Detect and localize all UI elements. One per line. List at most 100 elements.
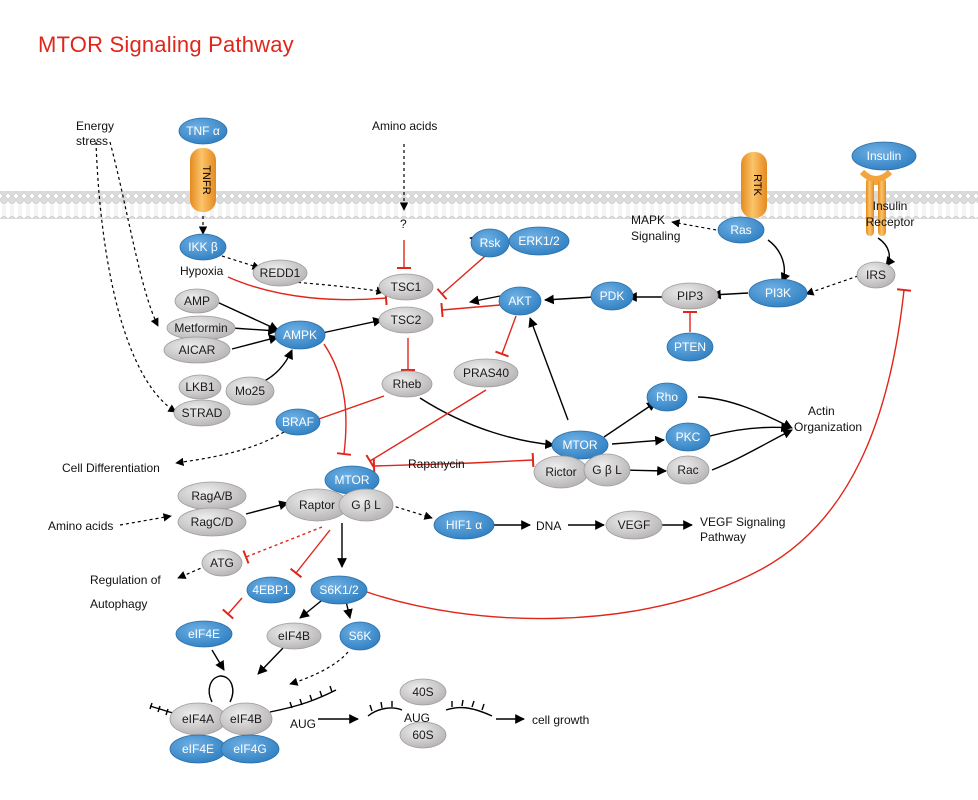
- node-label: eIF4B: [278, 629, 310, 643]
- node-label: Rac: [677, 463, 698, 477]
- node-rho: Rho: [646, 382, 688, 412]
- tnfr-label: TNFR: [200, 165, 212, 194]
- node-rac: Rac: [666, 455, 710, 485]
- node-label: S6K1/2: [319, 583, 359, 597]
- node-label: 4EBP1: [252, 583, 290, 597]
- label-aug-1: AUG: [290, 717, 316, 731]
- node-eif4b: eIF4B: [219, 702, 273, 736]
- node-tsc2: TSC2: [378, 306, 434, 334]
- node-label: G β L: [592, 463, 622, 477]
- node-pkc: PKC: [665, 422, 711, 452]
- node-label: Metformin: [174, 321, 227, 335]
- node-label: Rictor: [545, 465, 576, 479]
- node-label: Rsk: [480, 236, 502, 250]
- node-label: PTEN: [674, 340, 706, 354]
- node-label: MTOR: [562, 438, 597, 452]
- tnfr-receptor: TNFR: [190, 148, 216, 212]
- node-s6k12: S6K1/2: [310, 575, 368, 605]
- node-eif4g: eIF4G: [220, 734, 280, 764]
- node-mtor2: MTOR: [551, 430, 609, 460]
- label-autophagy-1: Regulation of: [90, 573, 161, 587]
- node-label: 40S: [412, 685, 433, 699]
- label-autophagy-2: Autophagy: [90, 597, 147, 611]
- node-mo25: Mo25: [225, 376, 275, 406]
- node-label: ERK1/2: [518, 234, 560, 248]
- node-label: REDD1: [260, 266, 301, 280]
- node-raga: RagA/B: [177, 481, 247, 511]
- rtk-label: RTK: [751, 174, 763, 196]
- insulin-receptor: [859, 169, 893, 236]
- node-label: VEGF: [618, 518, 651, 532]
- node-erk: ERK1/2: [508, 226, 570, 256]
- label-amino-acids-top: Amino acids: [372, 119, 437, 133]
- node-label: 60S: [412, 728, 433, 742]
- node-label: TSC1: [391, 280, 422, 294]
- node-eif4e-top: eIF4E: [175, 620, 233, 648]
- node-label: RagC/D: [191, 515, 234, 529]
- node-ras: Ras: [717, 216, 765, 244]
- node-label: Mo25: [235, 384, 265, 398]
- node-braf: BRAF: [275, 408, 321, 436]
- node-rictor: Rictor: [533, 455, 589, 489]
- node-label: MTOR: [334, 473, 369, 487]
- node-pras40: PRAS40: [453, 358, 519, 388]
- label-question: ?: [400, 217, 407, 231]
- node-label: STRAD: [182, 406, 223, 420]
- node-gbl2: G β L: [583, 453, 631, 487]
- node-eif4e: eIF4E: [169, 734, 227, 764]
- node-eif4b-top: eIF4B: [266, 622, 322, 650]
- node-label: eIF4B: [230, 712, 262, 726]
- node-label: S6K: [349, 629, 372, 643]
- label-hypoxia: Hypoxia: [180, 264, 224, 278]
- node-label: PRAS40: [463, 366, 509, 380]
- node-vegf: VEGF: [605, 510, 663, 540]
- node-raptor: Raptor: [285, 488, 349, 522]
- node-label: eIF4E: [188, 627, 220, 641]
- node-atg: ATG: [201, 549, 243, 577]
- node-label: IKK β: [188, 240, 218, 254]
- node-amp: AMP: [174, 288, 220, 314]
- label-aug-2: AUG: [404, 711, 430, 725]
- node-ampk: AMPK: [274, 320, 326, 350]
- label-energy-stress-1: Energy: [76, 119, 114, 133]
- node-label: Insulin: [867, 149, 902, 163]
- node-mtor1: MTOR: [324, 465, 380, 495]
- node-lkb1: LKB1: [178, 374, 222, 400]
- node-label: eIF4E: [182, 742, 214, 756]
- node-label: TSC2: [391, 313, 422, 327]
- insulin-receptor-label: Receptor: [866, 215, 915, 229]
- node-eif4a: eIF4A: [169, 702, 227, 736]
- node-rheb: Rheb: [381, 370, 433, 398]
- node-pi3k: PI3K: [748, 278, 808, 308]
- insulin-receptor-label: Insulin: [873, 199, 908, 213]
- node-rsk: Rsk: [470, 228, 510, 258]
- node-label: AMPK: [283, 328, 317, 342]
- node-label: AICAR: [179, 343, 216, 357]
- node-pip3: PIP3: [661, 282, 719, 310]
- label-amino-acids-left: Amino acids: [48, 519, 113, 533]
- node-s40: 40S: [399, 678, 447, 706]
- node-tnfa: TNF α: [178, 117, 228, 145]
- node-label: eIF4A: [182, 712, 214, 726]
- node-akt: AKT: [498, 286, 542, 316]
- label-rapanycin: Rapanycin: [408, 457, 465, 471]
- node-tsc1: TSC1: [378, 273, 434, 301]
- node-label: PI3K: [765, 286, 791, 300]
- label-cell-growth: cell growth: [532, 713, 589, 727]
- mrna-strand: [149, 675, 493, 718]
- node-pdk: PDK: [590, 281, 634, 311]
- label-mapk-1: MAPK: [631, 213, 665, 227]
- edge-amp-ampk: [216, 301, 279, 331]
- node-gbl1: G β L: [338, 488, 394, 522]
- node-label: Rheb: [393, 377, 422, 391]
- node-ragc: RagC/D: [177, 507, 247, 537]
- label-actin-2: Organization: [794, 420, 862, 434]
- label-energy-stress-2: stress: [76, 134, 108, 148]
- node-label: PIP3: [677, 289, 703, 303]
- label-mapk-2: Signaling: [631, 229, 680, 243]
- node-aicar: AICAR: [163, 336, 231, 364]
- rtk-receptor: RTK: [741, 152, 767, 218]
- label-dna: DNA: [536, 519, 561, 533]
- node-label: HIF1 α: [446, 518, 482, 532]
